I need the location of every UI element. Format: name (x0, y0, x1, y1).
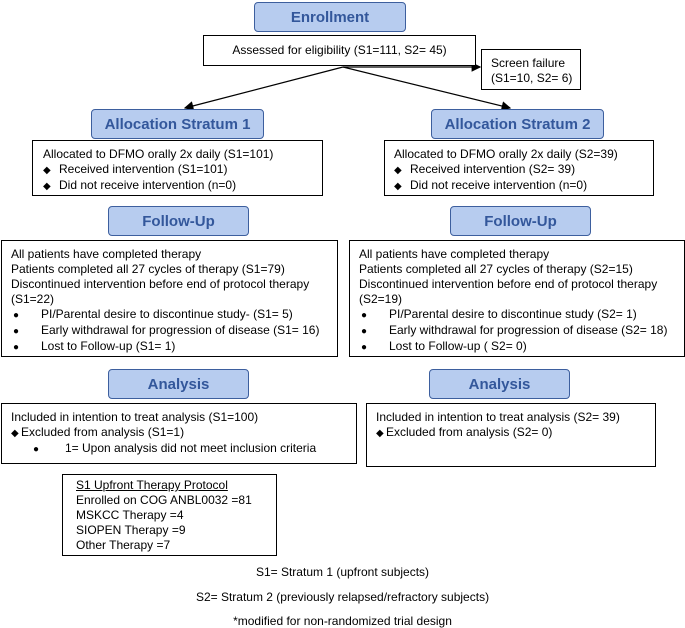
diamond-bullet-icon: ◆ (43, 181, 51, 192)
diamond-bullet-icon: ◆ (394, 181, 402, 192)
allocation-stratum-2-box: Allocated to DFMO orally 2x daily (S2=39… (384, 140, 654, 196)
diamond-bullet-icon: ◆ (11, 428, 19, 439)
followup-stratum-1-header: Follow-Up (108, 206, 249, 236)
protocol-other: Other Therapy =7 (76, 538, 171, 552)
eligibility-text: Assessed for eligibility (S1=111, S2= 45… (232, 43, 447, 57)
protocol-cog: Enrolled on COG ANBL0032 =81 (76, 493, 252, 507)
followup-s1-item-desire: ●PI/Parental desire to discontinue study… (13, 307, 293, 321)
analysis-stratum-1-box: Included in intention to treat analysis … (1, 403, 357, 464)
footnote-modified: *modified for non-randomized trial desig… (233, 614, 452, 628)
followup-s2-completed: All patients have completed therapy (359, 247, 550, 261)
followup-s1-completed: All patients have completed therapy (11, 247, 202, 261)
analysis-s1-sub-reason: ●1= Upon analysis did not meet inclusion… (33, 441, 317, 455)
protocol-mskcc: MSKCC Therapy =4 (76, 508, 184, 522)
allocation-s2-not-received: ◆Did not receive intervention (n=0) (394, 178, 588, 192)
dot-bullet-icon: ● (361, 310, 368, 321)
followup-s2-discontinued-count: (S2=19) (359, 292, 403, 306)
analysis-stratum-1-header: Analysis (108, 369, 249, 399)
analysis-s1-included: Included in intention to treat analysis … (11, 410, 259, 424)
followup-s1-item-progression: ●Early withdrawal for progression of dis… (13, 323, 320, 337)
protocol-siopen: SIOPEN Therapy =9 (76, 523, 186, 537)
protocol-title: S1 Upfront Therapy Protocol (76, 478, 228, 492)
followup-s2-item-lost: ●Lost to Follow-up ( S2= 0) (361, 339, 527, 353)
followup-s1-discontinued: Discontinued intervention before end of … (11, 277, 310, 291)
analysis-s2-included: Included in intention to treat analysis … (376, 410, 620, 424)
dot-bullet-icon: ● (361, 326, 368, 337)
enrollment-header: Enrollment (254, 2, 406, 32)
followup-s1-all-cycles: Patients completed all 27 cycles of ther… (11, 262, 285, 276)
dot-bullet-icon: ● (361, 342, 368, 353)
allocation-s1-title: Allocated to DFMO orally 2x daily (S1=10… (43, 147, 274, 161)
dot-bullet-icon: ● (33, 444, 40, 455)
diamond-bullet-icon: ◆ (43, 165, 51, 176)
followup-s1-item-lost: ●Lost to Follow-up (S1= 1) (13, 339, 176, 353)
screen-failure-label: Screen failure (491, 56, 566, 70)
diamond-bullet-icon: ◆ (394, 165, 402, 176)
screen-failure-box: Screen failure (S1=10, S2= 6) (481, 49, 581, 90)
allocation-stratum-1-box: Allocated to DFMO orally 2x daily (S1=10… (32, 140, 323, 196)
followup-stratum-2-box: All patients have completed therapy Pati… (349, 240, 685, 357)
allocation-s2-title: Allocated to DFMO orally 2x daily (S2=39… (394, 147, 618, 161)
allocation-s1-received: ◆Received intervention (S1=101) (43, 162, 228, 176)
analysis-stratum-2-header: Analysis (429, 369, 570, 399)
followup-s2-item-progression: ●Early withdrawal for progression of dis… (361, 323, 668, 337)
followup-s2-all-cycles: Patients completed all 27 cycles of ther… (359, 262, 633, 276)
analysis-s2-excluded: ◆Excluded from analysis (S2= 0) (376, 425, 553, 439)
diamond-bullet-icon: ◆ (376, 428, 384, 439)
followup-s1-discontinued-count: (S1=22) (11, 292, 55, 306)
allocation-s2-received: ◆Received intervention (S2= 39) (394, 162, 576, 176)
analysis-s1-excluded: ◆Excluded from analysis (S1=1) (11, 425, 185, 439)
footnote-s2: S2= Stratum 2 (previously relapsed/refra… (195, 590, 490, 604)
allocation-stratum-1-header: Allocation Stratum 1 (91, 109, 264, 139)
allocation-stratum-2-header: Allocation Stratum 2 (431, 109, 604, 139)
dot-bullet-icon: ● (13, 310, 20, 321)
arrow-to-stratum-1 (183, 66, 344, 111)
protocol-box: S1 Upfront Therapy Protocol Enrolled on … (62, 474, 277, 556)
followup-s2-discontinued: Discontinued intervention before end of … (359, 277, 658, 291)
screen-failure-count: (S1=10, S2= 6) (491, 71, 573, 85)
followup-s2-item-desire: ●PI/Parental desire to discontinue study… (361, 307, 637, 321)
dot-bullet-icon: ● (13, 326, 20, 337)
eligibility-box: Assessed for eligibility (S1=111, S2= 45… (203, 35, 476, 66)
analysis-stratum-2-box: Included in intention to treat analysis … (366, 403, 656, 467)
footnote-s1: S1= Stratum 1 (upfront subjects) (255, 565, 430, 579)
followup-stratum-2-header: Follow-Up (450, 206, 591, 236)
arrow-to-stratum-2 (342, 66, 512, 111)
followup-stratum-1-box: All patients have completed therapy Pati… (1, 240, 338, 357)
dot-bullet-icon: ● (13, 342, 20, 353)
allocation-s1-not-received: ◆Did not receive intervention (n=0) (43, 178, 237, 192)
